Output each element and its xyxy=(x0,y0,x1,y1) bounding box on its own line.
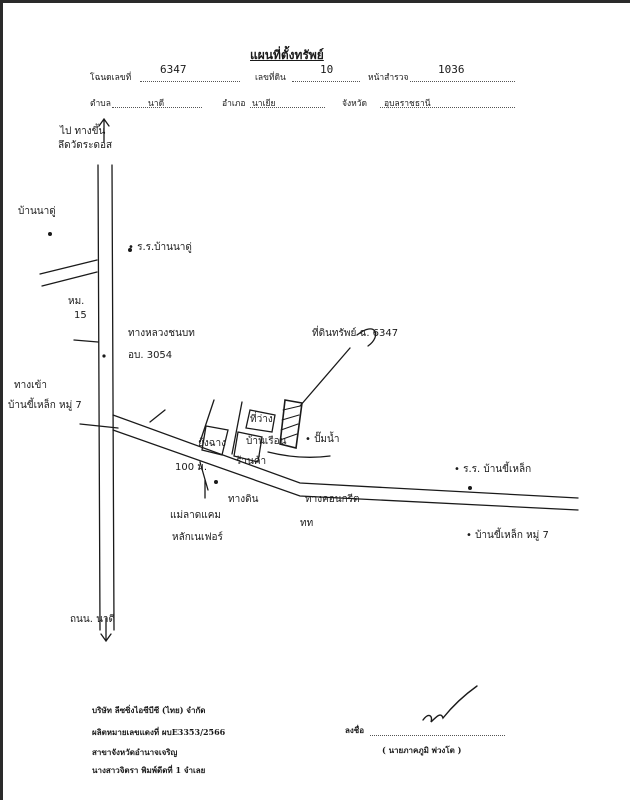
lot-granary xyxy=(201,425,229,456)
village-nadoo-dot xyxy=(48,232,52,236)
west-branch-edge-1 xyxy=(39,259,98,275)
lot-empty xyxy=(245,409,276,433)
title-deed-label: โฉนดเลขที่ xyxy=(90,73,132,83)
frame-left xyxy=(0,0,3,800)
school-khilek-dot xyxy=(468,486,472,490)
license-number: ผลิตหมายเลขแดงที่ ผบE3353/2566 xyxy=(92,727,226,737)
subdistrict-value: นาดี xyxy=(148,99,165,109)
land-number-label: เลขที่ดิน xyxy=(255,73,286,83)
signature xyxy=(422,685,478,723)
dotline xyxy=(292,81,360,82)
north-label: ไป ทางขึ้น xyxy=(59,123,105,137)
ditch-label: ทท xyxy=(300,518,313,529)
land-number: 10 xyxy=(320,63,334,76)
east-road-edge-1 xyxy=(112,414,579,499)
frame-top xyxy=(0,0,630,3)
province-value: อุบลราชธานี xyxy=(384,99,431,109)
highway-pointer xyxy=(73,339,99,343)
dotline xyxy=(250,107,325,108)
side-road xyxy=(231,401,243,455)
distance-100m: 100 ม. xyxy=(175,462,207,473)
company-name: บริษัท ลีซซิ่งไอซีบีซี (ไทย) จำกัด xyxy=(92,705,206,715)
property-pointer-curl xyxy=(356,328,377,347)
highway-number: อบ. 3054 xyxy=(128,350,172,361)
property-pointer-line xyxy=(299,347,351,407)
dirt-road-label: ทางดิน xyxy=(228,494,259,505)
house-label: บ้านเรือน xyxy=(246,435,287,447)
water-line xyxy=(199,461,209,491)
main-road-edge-east xyxy=(111,164,115,631)
document-title: แผนที่ตั้งทรัพย์ xyxy=(250,48,324,62)
water-label-1: แม่ลาดแคม xyxy=(170,510,221,521)
subdistrict-label: ตำบล xyxy=(90,99,111,109)
dotline xyxy=(112,107,202,108)
school-nadoo-dot xyxy=(128,248,132,252)
moo-label: หม. xyxy=(68,296,84,307)
property-label: ที่ดินทรัพย์ ฉ. 6347 xyxy=(312,325,398,339)
south-arrow xyxy=(100,617,112,643)
road-dot xyxy=(102,354,106,358)
side-road xyxy=(199,399,215,443)
school-khilek-label: • ร.ร. บ้านขี้เหล็ก xyxy=(454,461,531,475)
signature-dotline xyxy=(370,735,505,736)
junction-label-1: ทางเข้า xyxy=(14,379,47,391)
printer-name: นางสาวจิตรา พิมพ์ดีดที่ 1 จำเลย xyxy=(92,765,206,775)
survey-page-number: 1036 xyxy=(438,63,465,76)
east-road-edge-2 xyxy=(112,429,579,511)
dirt-road xyxy=(267,451,331,458)
highway-label: ทางหลวงชนบท xyxy=(128,328,195,339)
main-road-edge-west xyxy=(97,164,101,631)
empty-lot-label: ที่ว่าง xyxy=(250,411,273,425)
side-road xyxy=(149,409,166,423)
lot-shop xyxy=(233,431,263,463)
south-road-label: ถนน. นาดี xyxy=(70,613,115,625)
pump-label: • ปั๊มน้ำ xyxy=(305,431,339,445)
dotline xyxy=(380,107,515,108)
moo-number: 15 xyxy=(74,310,87,321)
concrete-road-label: ทางคอนกรีต xyxy=(305,493,360,505)
granary-label: ยุ้งฉาง xyxy=(198,437,226,449)
survey-page-label: หน้าสำรวจ xyxy=(368,73,409,83)
province-label: จังหวัด xyxy=(342,99,368,109)
office-name: สาขาจังหวัดอำนาจเจริญ xyxy=(92,747,178,757)
shop-label: ร้านค้า xyxy=(236,455,266,467)
west-branch-edge-2 xyxy=(41,271,98,287)
school-nadoo-label: • ร.ร.บ้านนาดู่ xyxy=(128,241,192,253)
north-road-label: ลึดวัดระดอส xyxy=(58,139,112,151)
title-deed-number: 6347 xyxy=(160,63,187,76)
district-value: นาเยีย xyxy=(252,99,276,109)
junction-pointer xyxy=(79,423,119,429)
signer-name: ( นายภาคภูมิ พ่วงโต ) xyxy=(382,745,462,755)
north-arrow xyxy=(98,117,110,143)
location-map: ลึดวัดระดอส ไป ทางขึ้น บ้านนาดู่ • ร.ร.บ… xyxy=(8,117,579,643)
sign-label: ลงชื่อ xyxy=(345,725,365,735)
village-khilek-label: • บ้านขี้เหล็ก หมู่ 7 xyxy=(466,527,549,541)
district-label: อำเภอ xyxy=(222,99,246,109)
water-dot xyxy=(214,480,218,484)
water-label-2: หลักเนเฟอร์ xyxy=(172,531,224,543)
junction-label-2: บ้านขี้เหล็ก หมู่ 7 xyxy=(8,397,82,411)
village-nadoo-label: บ้านนาดู่ xyxy=(18,205,56,217)
property-hatch xyxy=(279,405,301,441)
dotline xyxy=(410,81,515,82)
dotline xyxy=(140,81,240,82)
